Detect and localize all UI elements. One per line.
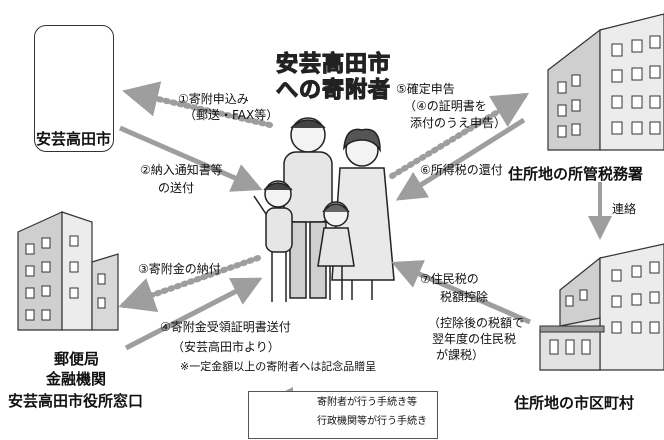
step1-line1: ①寄附申込み bbox=[178, 92, 249, 106]
municipality-label: 住所地の市区町村 bbox=[514, 394, 635, 412]
step7-line4: 翌年度の住民税 bbox=[432, 332, 517, 346]
arrow-step5 bbox=[389, 92, 530, 179]
step7-line5: が課税） bbox=[436, 348, 485, 362]
step5-line3: 添付のうえ申告） bbox=[410, 116, 507, 130]
legend-admin-label: 行政機関等が行う手続き bbox=[317, 416, 427, 427]
arrow-step2 bbox=[119, 125, 263, 192]
bank-label-line1: 郵便局 bbox=[54, 350, 100, 368]
family-icon bbox=[253, 117, 395, 302]
legend: 寄附者が行う手続き等 行政機関等が行う手続き bbox=[248, 391, 438, 439]
step7-line3: （控除後の税額で bbox=[428, 316, 525, 330]
step3-line1: ③寄附金の納付 bbox=[138, 262, 221, 276]
legend-row-admin: 行政機関等が行う手続き bbox=[257, 413, 433, 431]
step4-line1: ④寄附金受領証明書送付 bbox=[160, 320, 291, 334]
arrow-step1 bbox=[122, 81, 273, 128]
step5-line1: ⑤確定申告 bbox=[396, 82, 455, 96]
bank-label-line3: 安芸高田市役所窓口 bbox=[8, 392, 144, 410]
bank-label-line2: 金融機関 bbox=[46, 370, 107, 388]
arrow-step4 bbox=[124, 277, 263, 351]
diagram-title-line2: への寄附者 bbox=[275, 77, 392, 103]
arrow-step6 bbox=[395, 117, 526, 201]
city-label: 安芸高田市 bbox=[36, 130, 112, 148]
link-label: 連絡 bbox=[612, 202, 637, 216]
tax-office-label: 住所地の所管税務署 bbox=[508, 165, 644, 183]
tax-office-building-icon bbox=[547, 13, 664, 151]
step7-line2: 税額控除 bbox=[440, 290, 489, 304]
step4-line2: （安芸高田市より） bbox=[172, 340, 280, 354]
step6-line1: ⑥所得税の還付 bbox=[420, 163, 503, 177]
legend-donor-label: 寄附者が行う手続き等 bbox=[317, 397, 417, 408]
step4-note: ※一定金額以上の寄附者へは記念品贈呈 bbox=[180, 360, 377, 373]
bank-building-icon bbox=[17, 211, 119, 331]
step7-line1: ⑦住民税の bbox=[420, 272, 479, 286]
step2-line2: の送付 bbox=[158, 181, 195, 195]
arrow-step3 bbox=[118, 255, 261, 313]
donor-arrows bbox=[118, 81, 530, 313]
diagram-title-line1: 安芸高田市 bbox=[275, 51, 392, 77]
arrow-step7 bbox=[391, 260, 531, 325]
municipality-building-icon bbox=[539, 243, 664, 371]
admin-arrows bbox=[119, 117, 612, 351]
step2-line1: ②納入通知書等 bbox=[140, 163, 223, 177]
city-node bbox=[34, 25, 114, 152]
step5-line2: （④の証明書を bbox=[404, 99, 487, 113]
legend-row-donor: 寄附者が行う手続き等 bbox=[257, 394, 433, 412]
step1-line2: （郵送・FAX等） bbox=[184, 108, 279, 122]
